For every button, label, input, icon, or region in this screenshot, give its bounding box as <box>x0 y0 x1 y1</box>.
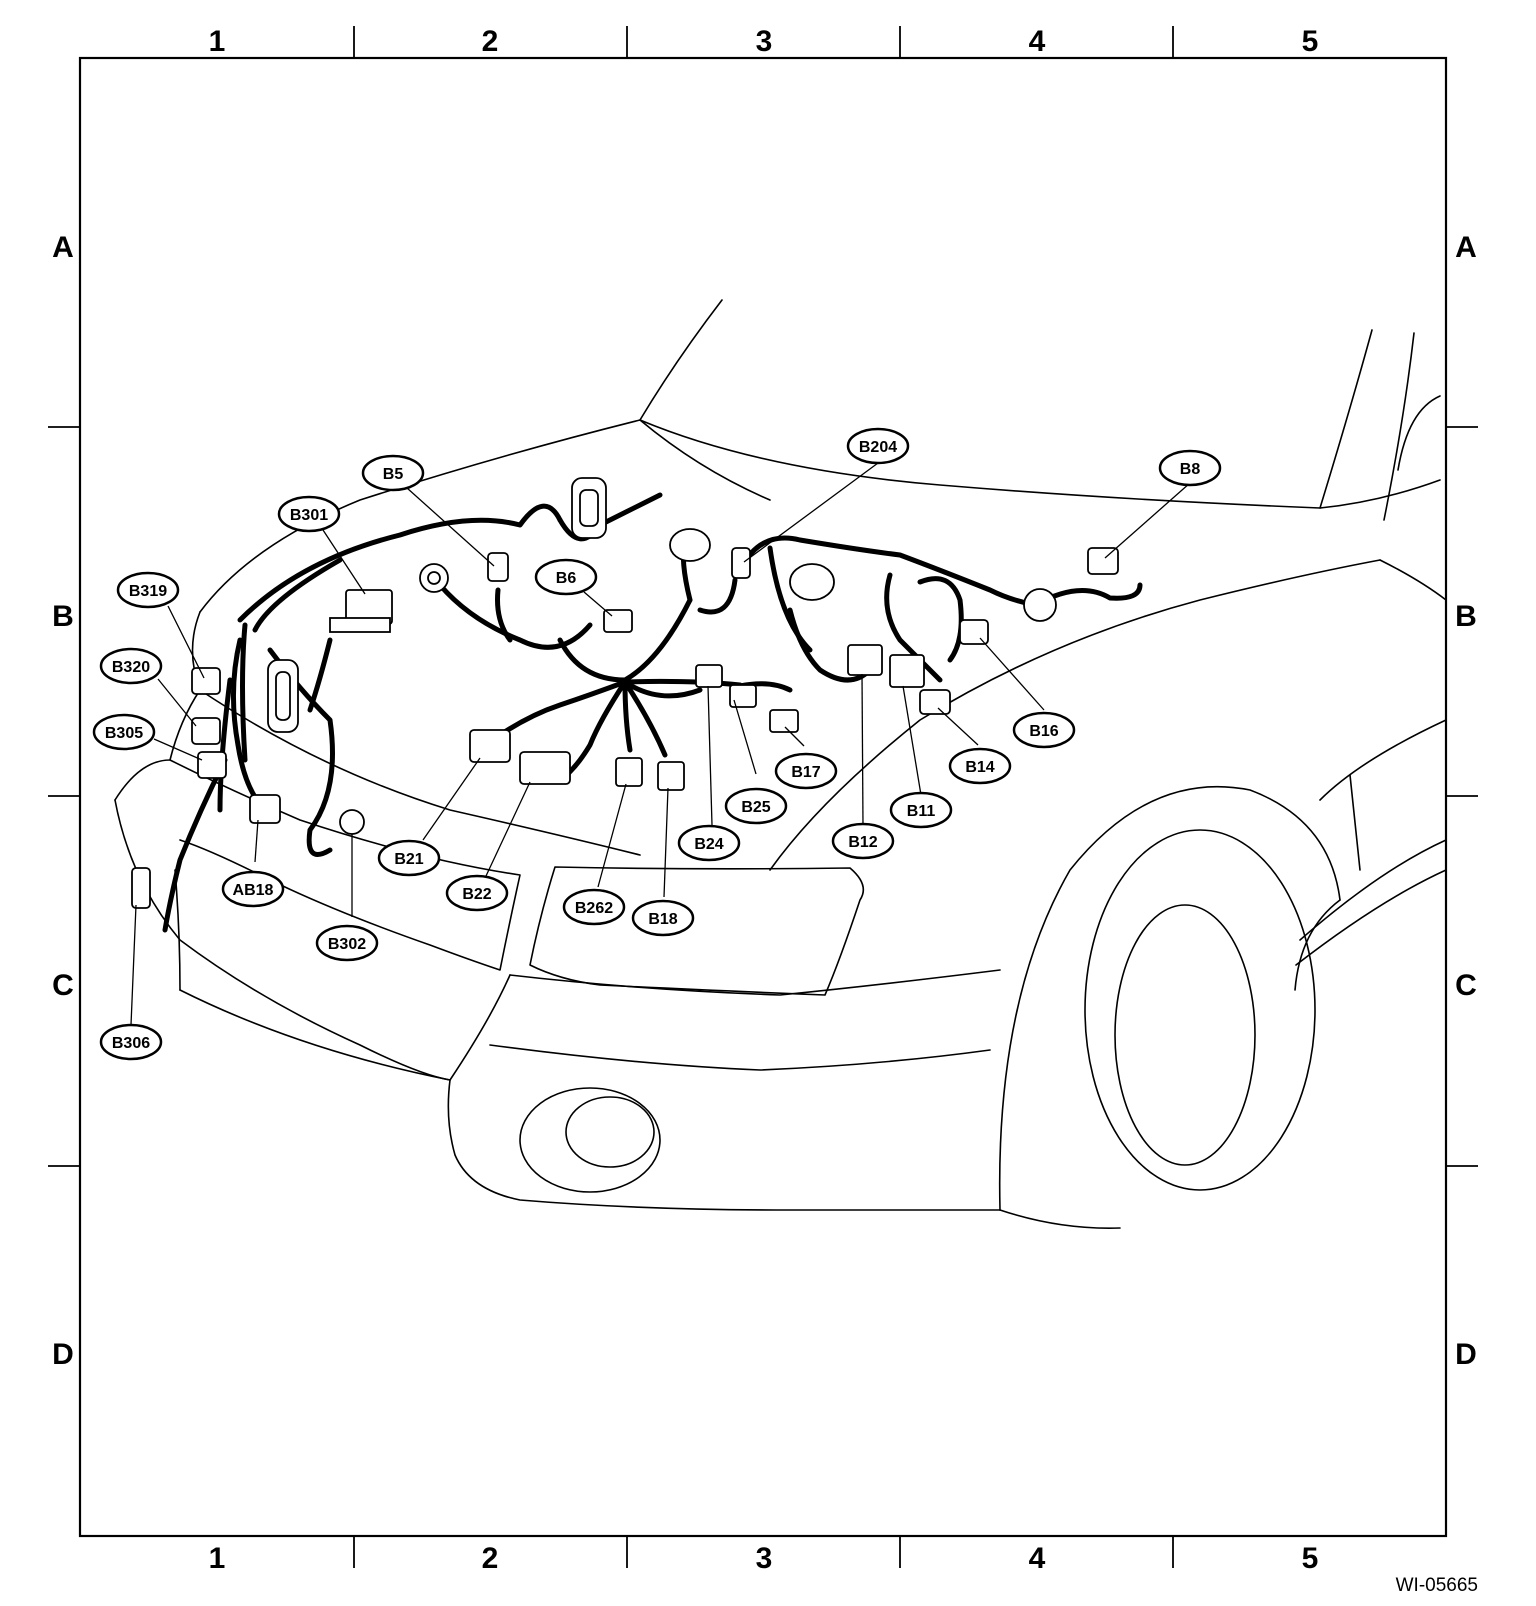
callout-b305[interactable]: B305 <box>92 713 156 751</box>
svg-text:B5: B5 <box>383 466 404 483</box>
svg-text:B12: B12 <box>848 834 877 851</box>
callout-b306[interactable]: B306 <box>99 1023 163 1061</box>
svg-text:AB18: AB18 <box>233 882 274 899</box>
callout-ab18[interactable]: AB18 <box>221 870 285 908</box>
grid-ticks <box>48 26 1478 1568</box>
svg-text:B25: B25 <box>741 799 770 816</box>
grid-labels: 1 2 3 4 5 1 2 3 4 5 A B C D A B C D <box>52 25 1477 1575</box>
callouts: B204 B5 B8 B301 B6 B319 B320 B305 B16 B1… <box>92 427 1222 1061</box>
svg-text:B21: B21 <box>394 851 423 868</box>
col-label-top-5: 5 <box>1302 25 1319 58</box>
callout-b204[interactable]: B204 <box>846 427 910 465</box>
callout-b14[interactable]: B14 <box>948 747 1012 785</box>
figure-code: WI-05665 <box>1396 1575 1478 1596</box>
row-label-right-a: A <box>1455 231 1477 264</box>
svg-text:B306: B306 <box>112 1035 150 1052</box>
diagram-frame <box>78 56 1448 1538</box>
callout-b302[interactable]: B302 <box>315 924 379 962</box>
vehicle-outline <box>114 299 1447 1229</box>
row-label-left-b: B <box>52 600 74 633</box>
callout-b5[interactable]: B5 <box>361 454 425 492</box>
callout-b21[interactable]: B21 <box>377 839 441 877</box>
row-label-right-b: B <box>1455 600 1477 633</box>
callout-b17[interactable]: B17 <box>774 752 838 790</box>
svg-text:B17: B17 <box>791 764 820 781</box>
callout-b25[interactable]: B25 <box>724 787 788 825</box>
svg-text:B301: B301 <box>290 507 328 524</box>
row-label-left-a: A <box>52 231 74 264</box>
svg-text:B262: B262 <box>575 900 613 917</box>
col-label-bottom-3: 3 <box>756 1542 773 1575</box>
svg-text:B8: B8 <box>1180 461 1201 478</box>
callout-b12[interactable]: B12 <box>831 822 895 860</box>
callout-b11[interactable]: B11 <box>889 791 953 829</box>
col-label-top-1: 1 <box>209 25 226 58</box>
svg-text:B11: B11 <box>907 803 936 820</box>
callout-b18[interactable]: B18 <box>631 899 695 937</box>
callout-b22[interactable]: B22 <box>445 874 509 912</box>
callout-b6[interactable]: B6 <box>534 558 598 596</box>
col-label-top-4: 4 <box>1029 25 1046 58</box>
wiring-harness <box>162 492 1143 933</box>
callout-b8[interactable]: B8 <box>1158 449 1222 487</box>
svg-text:B22: B22 <box>462 886 491 903</box>
svg-text:B16: B16 <box>1029 723 1058 740</box>
callout-b16[interactable]: B16 <box>1012 711 1076 749</box>
col-label-bottom-1: 1 <box>209 1542 226 1575</box>
svg-text:B204: B204 <box>859 439 897 456</box>
svg-text:B24: B24 <box>694 836 723 853</box>
svg-text:B14: B14 <box>965 759 994 776</box>
svg-text:B319: B319 <box>129 583 167 600</box>
callout-b320[interactable]: B320 <box>99 647 163 685</box>
svg-text:B302: B302 <box>328 936 366 953</box>
col-label-bottom-4: 4 <box>1029 1542 1046 1575</box>
callout-b319[interactable]: B319 <box>116 571 180 609</box>
row-label-left-c: C <box>52 969 74 1002</box>
row-label-right-c: C <box>1455 969 1477 1002</box>
svg-text:B6: B6 <box>556 570 577 587</box>
row-label-left-d: D <box>52 1338 74 1371</box>
svg-text:B18: B18 <box>648 911 677 928</box>
col-label-bottom-5: 5 <box>1302 1542 1319 1575</box>
svg-text:B320: B320 <box>112 659 150 676</box>
callout-b262[interactable]: B262 <box>562 888 626 926</box>
connectors <box>131 477 1119 909</box>
col-label-top-3: 3 <box>756 25 773 58</box>
row-label-right-d: D <box>1455 1338 1477 1371</box>
svg-text:B305: B305 <box>105 725 143 742</box>
callout-b301[interactable]: B301 <box>277 495 341 533</box>
leader-lines <box>130 462 1191 1026</box>
callout-b24[interactable]: B24 <box>677 824 741 862</box>
col-label-top-2: 2 <box>482 25 499 58</box>
col-label-bottom-2: 2 <box>482 1542 499 1575</box>
